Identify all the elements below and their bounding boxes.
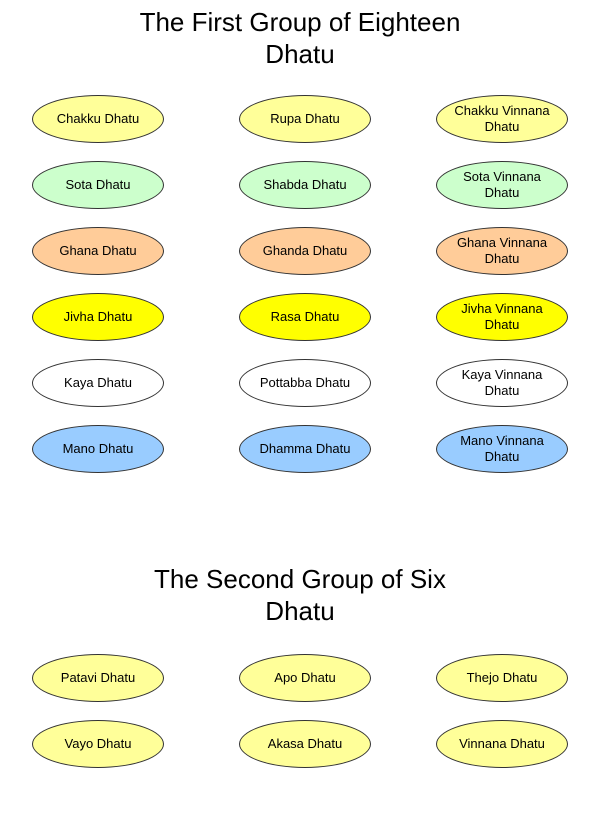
dhatu-oval: Vinnana Dhatu	[436, 720, 568, 768]
dhatu-oval: Rasa Dhatu	[239, 293, 371, 341]
dhatu-oval: Shabda Dhatu	[239, 161, 371, 209]
dhatu-label: Ghana Vinnana Dhatu	[456, 235, 548, 266]
dhatu-oval: Patavi Dhatu	[32, 654, 164, 702]
dhatu-oval: Apo Dhatu	[239, 654, 371, 702]
dhatu-oval: Akasa Dhatu	[239, 720, 371, 768]
dhatu-label: Rasa Dhatu	[270, 309, 340, 324]
dhatu-label: Mano Dhatu	[62, 441, 134, 456]
dhatu-oval: Sota Vinnana Dhatu	[436, 161, 568, 209]
dhatu-oval: Ghana Vinnana Dhatu	[436, 227, 568, 275]
dhatu-label: Ghana Dhatu	[59, 243, 137, 258]
dhatu-oval: Mano Vinnana Dhatu	[436, 425, 568, 473]
group-1-title-line-2: Dhatu	[265, 39, 335, 69]
dhatu-label: Sota Vinnana Dhatu	[463, 169, 541, 200]
group-2-title-line-2: Dhatu	[265, 596, 335, 626]
dhatu-oval: Mano Dhatu	[32, 425, 164, 473]
dhatu-label: Vinnana Dhatu	[459, 736, 545, 751]
dhatu-label: Jivha Dhatu	[63, 309, 133, 324]
dhatu-label: Chakku Dhatu	[56, 111, 140, 126]
dhatu-oval: Ghanda Dhatu	[239, 227, 371, 275]
dhatu-label: Sota Dhatu	[65, 177, 131, 192]
group-1-title-line-1: The First Group of Eighteen	[139, 7, 461, 37]
dhatu-label: Kaya Vinnana Dhatu	[461, 367, 543, 398]
dhatu-oval: Sota Dhatu	[32, 161, 164, 209]
dhatu-oval: Dhamma Dhatu	[239, 425, 371, 473]
dhatu-oval: Jivha Dhatu	[32, 293, 164, 341]
group-1-title: The First Group of Eighteen Dhatu	[0, 6, 600, 70]
dhatu-label: Akasa Dhatu	[267, 736, 343, 751]
dhatu-label: Chakku Vinnana Dhatu	[454, 103, 550, 134]
dhatu-oval: Chakku Dhatu	[32, 95, 164, 143]
dhatu-oval: Thejo Dhatu	[436, 654, 568, 702]
dhatu-oval: Pottabba Dhatu	[239, 359, 371, 407]
dhatu-label: Thejo Dhatu	[466, 670, 538, 685]
dhatu-label: Pottabba Dhatu	[259, 375, 351, 390]
dhatu-oval: Kaya Dhatu	[32, 359, 164, 407]
dhatu-label: Dhamma Dhatu	[259, 441, 351, 456]
dhatu-label: Vayo Dhatu	[64, 736, 132, 751]
dhatu-label: Rupa Dhatu	[270, 111, 340, 126]
dhatu-oval: Kaya Vinnana Dhatu	[436, 359, 568, 407]
dhatu-label: Jivha Vinnana Dhatu	[461, 301, 543, 332]
dhatu-label: Apo Dhatu	[274, 670, 336, 685]
dhatu-oval: Vayo Dhatu	[32, 720, 164, 768]
dhatu-label: Mano Vinnana Dhatu	[460, 433, 544, 464]
dhatu-label: Patavi Dhatu	[60, 670, 136, 685]
group-2-title-line-1: The Second Group of Six	[154, 564, 446, 594]
dhatu-oval: Jivha Vinnana Dhatu	[436, 293, 568, 341]
dhatu-label: Ghanda Dhatu	[262, 243, 348, 258]
group-2-title: The Second Group of Six Dhatu	[0, 563, 600, 627]
dhatu-oval: Rupa Dhatu	[239, 95, 371, 143]
dhatu-label: Shabda Dhatu	[263, 177, 347, 192]
dhatu-label: Kaya Dhatu	[64, 375, 132, 390]
dhatu-oval: Ghana Dhatu	[32, 227, 164, 275]
dhatu-oval: Chakku Vinnana Dhatu	[436, 95, 568, 143]
